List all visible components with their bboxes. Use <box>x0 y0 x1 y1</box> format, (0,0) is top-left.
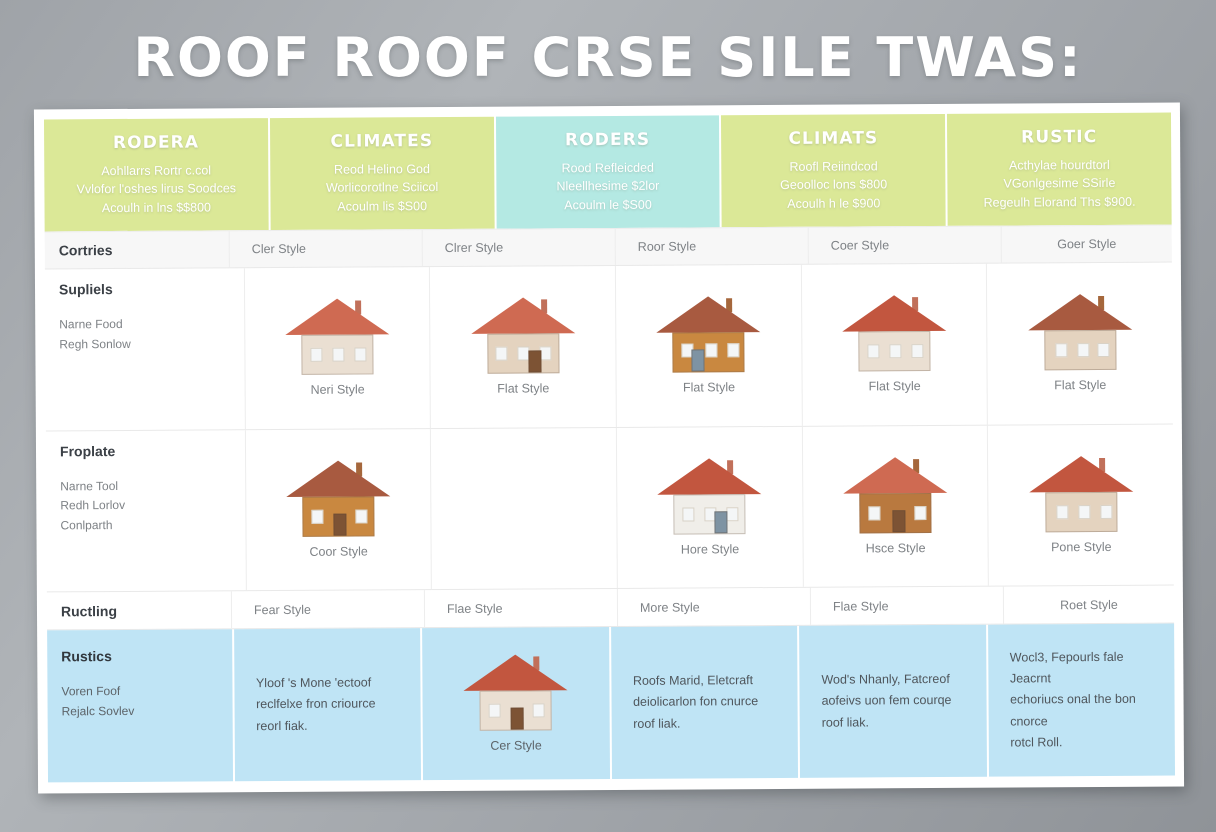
row-label-cell: Froplate Narne Tool Redh Lorlov Conlpart… <box>45 429 247 592</box>
row-sublabel: Narne Food Regh Sonlow <box>59 316 131 352</box>
cell-caption: Coor Style <box>309 544 368 559</box>
cell-caption: Hsce Style <box>865 540 926 556</box>
house-illustration-icon <box>463 654 568 731</box>
header-subtitle: Reod Helino God Worlicorotlne Sciicol Ac… <box>325 162 439 214</box>
house-illustration-icon <box>285 298 390 376</box>
cell-caption: Flat Style <box>497 381 550 396</box>
cell-body-text: Wocl3, Fepourls fale Jeacrnt echoriucs o… <box>1009 649 1136 750</box>
table-header-row: RODERA Aohllarrs Rortr c.col Vvlofor l'o… <box>43 112 1172 232</box>
strip-caption: Coer Style <box>808 226 1002 264</box>
cell-body-text: Wod's Nhanly, Fatcreof aofeivs uon fem c… <box>821 672 952 730</box>
house-cell[interactable]: Hsce Style <box>802 425 990 587</box>
house-cell[interactable]: Hore Style <box>616 426 804 588</box>
house-cell[interactable]: Flat Style <box>987 263 1173 425</box>
header-title: CLIMATS <box>788 128 879 150</box>
strip-caption: More Style <box>617 587 812 626</box>
house-cell[interactable]: Flat Style <box>615 264 803 427</box>
strip-caption: Roor Style <box>615 227 809 265</box>
header-cell-1[interactable]: CLIMATES Reod Helino God Worlicorotlne S… <box>269 116 495 231</box>
row-label-cell: Supliels Narne Food Regh Sonlow <box>44 268 246 430</box>
header-subtitle: Roofl Reiindcod Geoolloc lons $800 Acoul… <box>780 159 888 211</box>
row-label: Ructling <box>46 591 233 630</box>
house-cell[interactable]: Pone Style <box>988 424 1174 586</box>
comparison-table: RODERA Aohllarrs Rortr c.col Vvlofor l'o… <box>43 112 1176 783</box>
house-cell[interactable]: Coor Style <box>245 428 433 591</box>
row-sublabel: Narne Tool Redh Lorlov Conlparth <box>60 478 126 533</box>
blue-cell-text[interactable]: Roofs Marid, Eletcraft deiolicarlon fon … <box>610 625 799 779</box>
strip-caption: Flae Style <box>424 588 619 628</box>
row-label: Rustics <box>61 648 112 665</box>
house-illustration-icon <box>656 296 761 373</box>
strip-caption: Fear Style <box>231 590 426 629</box>
cell-caption: Flat Style <box>868 379 921 394</box>
house-cell-empty[interactable] <box>431 427 618 590</box>
house-illustration-icon <box>470 297 575 374</box>
comparison-card: RODERA Aohllarrs Rortr c.col Vvlofor l'o… <box>33 102 1185 794</box>
cell-caption: Neri Style <box>310 382 365 398</box>
strip-caption: Clrer Style <box>422 228 616 267</box>
table-row: Froplate Narne Tool Redh Lorlov Conlpart… <box>45 424 1174 593</box>
row-label: Cortries <box>44 231 230 269</box>
cell-caption: Flat Style <box>1054 378 1107 393</box>
row-label: Supliels <box>58 281 113 298</box>
cell-caption: Pone Style <box>1051 539 1112 555</box>
header-title: CLIMATES <box>330 131 434 153</box>
row-label: Froplate <box>59 442 116 459</box>
house-cell[interactable]: Neri Style <box>244 267 432 429</box>
strip-caption: Goer Style <box>1057 236 1117 252</box>
strip-caption: Roet Style <box>1060 597 1118 612</box>
blue-cell-text[interactable]: Wocl3, Fepourls fale Jeacrnt echoriucs o… <box>987 623 1176 777</box>
house-illustration-icon <box>1028 455 1133 533</box>
house-cell[interactable]: Flat Style <box>801 263 989 426</box>
blue-cell-text[interactable]: Wod's Nhanly, Fatcreof aofeivs uon fem c… <box>799 624 987 778</box>
cell-body-text: Yloof 's Mone 'ectoof reclfelxe fron cri… <box>255 675 376 733</box>
row-sublabel: Voren Foof Rejalc Sovlev <box>61 683 135 719</box>
blue-cell-text[interactable]: Yloof 's Mone 'ectoof reclfelxe fron cri… <box>233 628 422 782</box>
header-cell-3[interactable]: CLIMATS Roofl Reiindcod Geoolloc lons $8… <box>721 113 946 228</box>
header-cell-2[interactable]: RODERS Rood Refleicded Nleellhesime $2lo… <box>495 115 721 229</box>
header-title: RODERS <box>564 130 651 151</box>
header-subtitle: Aohllarrs Rortr c.col Vvlofor l'oshes li… <box>76 163 237 215</box>
header-subtitle: Acthylae hourdtorl VGonlgesime SSirle Re… <box>983 158 1136 210</box>
header-cell-4[interactable]: RUSTIC Acthylae hourdtorl VGonlgesime SS… <box>947 112 1172 226</box>
cell-body-text: Roofs Marid, Eletcraft deiolicarlon fon … <box>632 673 759 731</box>
house-illustration-icon <box>657 457 762 535</box>
strip-caption: Flae Style <box>810 586 1005 625</box>
house-illustration-icon <box>286 460 391 537</box>
header-subtitle: Rood Refleicded Nleellhesime $2lor Acoul… <box>556 161 660 212</box>
row-label-cell: Rustics Voren Foof Rejalc Sovlev <box>47 629 233 783</box>
cell-caption: Flat Style <box>682 380 736 395</box>
house-illustration-icon <box>843 456 948 534</box>
house-illustration-icon <box>1027 294 1132 371</box>
cell-caption: Hore Style <box>680 541 740 557</box>
blue-cell-house[interactable]: Cer Style <box>422 627 610 781</box>
table-row-highlighted: Rustics Voren Foof Rejalc Sovlev Yloof '… <box>47 623 1176 783</box>
page-title: ROOF ROOF CRSE SILE TWAS: <box>133 26 1083 89</box>
strip-caption: Cler Style <box>229 230 423 268</box>
header-cell-0[interactable]: RODERA Aohllarrs Rortr c.col Vvlofor l'o… <box>43 118 269 232</box>
table-row: Supliels Narne Food Regh Sonlow Neri Sty… <box>44 262 1173 431</box>
header-title: RUSTIC <box>1021 127 1098 148</box>
header-title: RODERA <box>112 132 200 154</box>
house-cell[interactable]: Flat Style <box>430 265 617 428</box>
cell-caption: Cer Style <box>490 738 542 753</box>
house-illustration-icon <box>842 295 947 372</box>
